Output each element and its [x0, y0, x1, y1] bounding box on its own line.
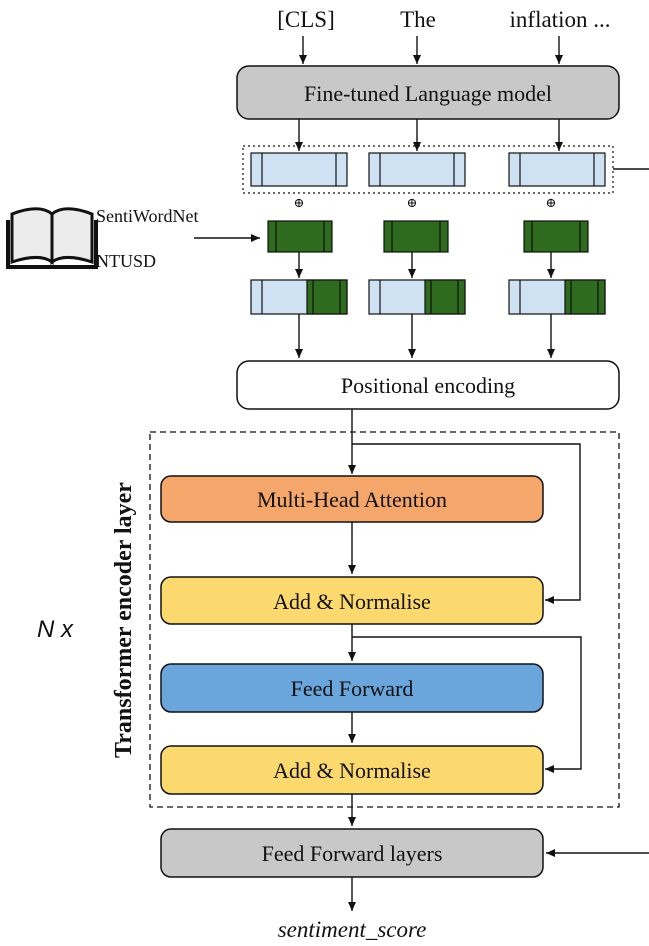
embedding-group [242, 145, 614, 194]
sentiment-vector [267, 220, 333, 253]
sentiment-vectors [267, 220, 589, 253]
sentiment-arrows [295, 252, 555, 278]
lexicon-ntusd: NTUSD [96, 251, 156, 271]
embedding-vectors [250, 152, 606, 187]
concat-vector [250, 279, 348, 315]
feed-forward-label: Feed Forward [291, 676, 414, 701]
plus-icon: ⊕ [294, 195, 305, 210]
repeat-label: N x [37, 616, 74, 643]
language-model-label: Fine-tuned Language model [304, 81, 552, 106]
transformer-encoder-label: Transformer encoder layer [111, 482, 137, 758]
concat-arrows [295, 314, 555, 358]
sentiment-vector [523, 220, 589, 253]
encoder-arrows [348, 409, 582, 826]
token-the: The [400, 7, 436, 32]
positional-encoding-label: Positional encoding [341, 373, 515, 398]
add-normalise-label-2: Add & Normalise [273, 758, 431, 783]
plus-icon: ⊕ [407, 195, 418, 210]
language-model-box [236, 65, 620, 120]
feed-forward-layers-label: Feed Forward layers [262, 841, 443, 866]
concat-vector [508, 279, 606, 315]
positional-encoding-box [236, 360, 620, 410]
embedding-vector [250, 152, 348, 187]
add-normalise-label-1: Add & Normalise [273, 589, 431, 614]
concat-vectors [250, 279, 606, 315]
sentiment-vector [383, 220, 449, 253]
multi-head-attention-box [160, 475, 544, 523]
add-normalise-box-1 [160, 576, 544, 625]
embedding-vector [508, 152, 606, 187]
concat-vector [368, 279, 466, 315]
token-inflation: inflation ... [510, 7, 611, 32]
book-icon [6, 207, 98, 269]
token-arrows [299, 36, 563, 64]
transformer-encoder-block [149, 431, 620, 808]
add-normalise-box-2 [160, 745, 544, 795]
feed-forward-box [160, 663, 544, 713]
multi-head-attention-label: Multi-Head Attention [257, 487, 447, 512]
plus-icon: ⊕ [546, 195, 557, 210]
lexicon-sentiwordnet: SentiWordNet [96, 206, 199, 226]
token-cls: [CLS] [277, 7, 335, 32]
embedding-vector [368, 152, 466, 187]
sentiment-score-label: sentiment_score [278, 917, 427, 942]
